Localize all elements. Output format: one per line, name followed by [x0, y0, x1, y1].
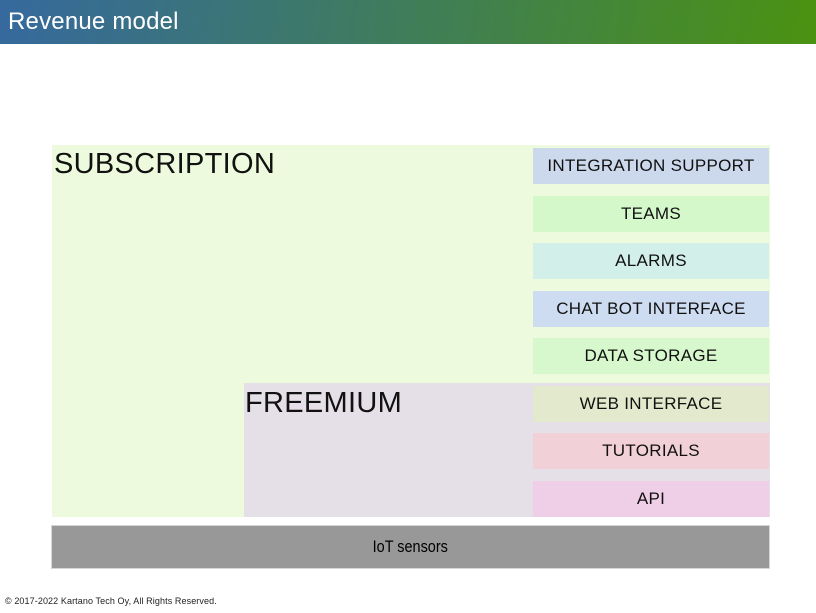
feature-box-teams: TEAMS: [533, 196, 769, 232]
copyright-text: © 2017-2022 Kartano Tech Oy, All Rights …: [5, 596, 217, 606]
feature-box-api: API: [533, 481, 769, 517]
feature-box-alarms: ALARMS: [533, 243, 769, 279]
feature-label: INTEGRATION SUPPORT: [547, 156, 755, 175]
feature-label: API: [636, 489, 666, 508]
feature-label: CHAT BOT INTERFACE: [556, 299, 746, 318]
feature-label: TUTORIALS: [602, 441, 700, 460]
slide-title-bar: Revenue model: [0, 0, 816, 44]
feature-label: WEB INTERFACE: [579, 394, 723, 413]
feature-box-data-storage: DATA STORAGE: [533, 338, 769, 374]
subscription-label: SUBSCRIPTION: [54, 148, 276, 180]
feature-label: TEAMS: [620, 204, 682, 223]
feature-box-integration-support: INTEGRATION SUPPORT: [533, 148, 769, 184]
feature-label: DATA STORAGE: [584, 346, 718, 365]
feature-box-tutorials: TUTORIALS: [533, 433, 769, 469]
feature-box-chat-bot-interface: CHAT BOT INTERFACE: [533, 291, 769, 327]
feature-box-web-interface: WEB INTERFACE: [533, 386, 769, 422]
iot-sensors-label: IoT sensors: [372, 537, 449, 556]
iot-sensors-bar: IoT sensors: [51, 525, 770, 569]
page-title: Revenue model: [8, 8, 179, 35]
freemium-label: FREEMIUM: [245, 387, 403, 419]
feature-label: ALARMS: [615, 251, 687, 270]
